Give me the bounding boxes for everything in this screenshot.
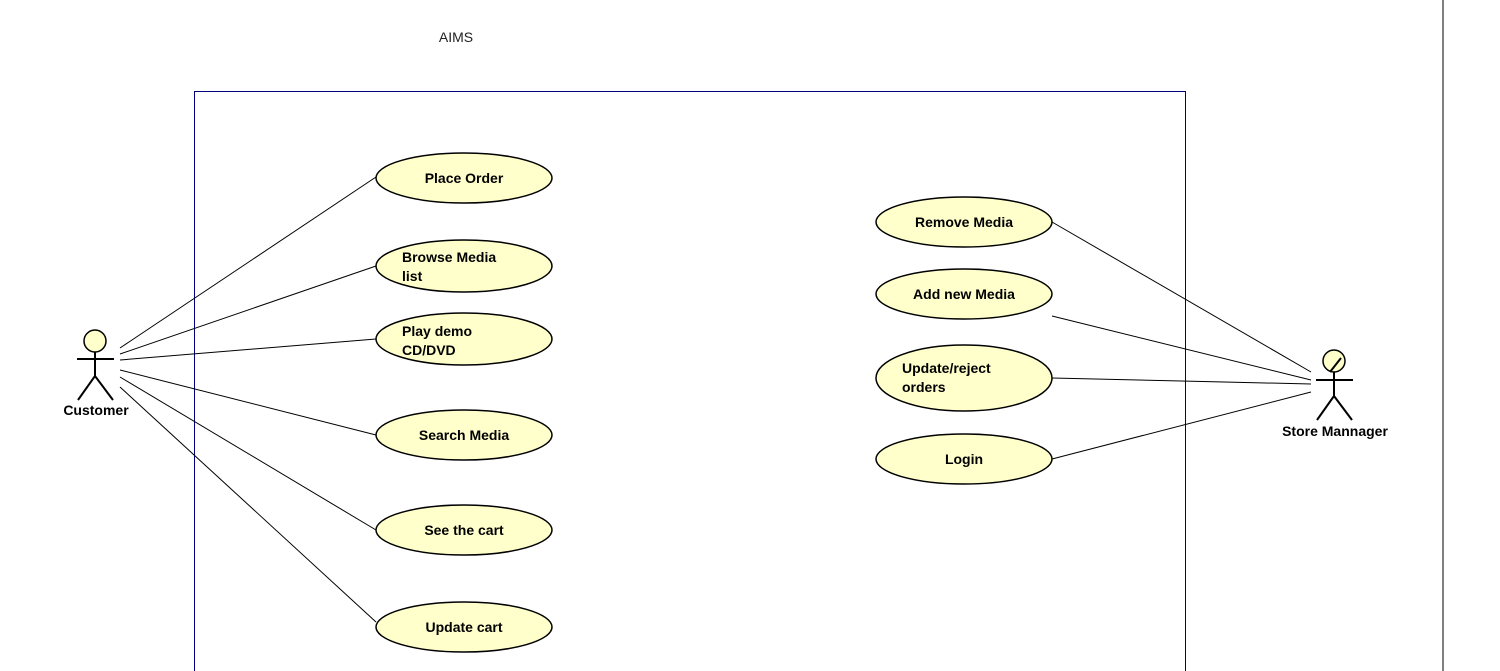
use-case-see-the-cart[interactable]: See the cart [375,504,553,556]
actor-store-manager[interactable] [1316,349,1353,421]
use-case-search-media-label: Search Media [419,427,509,443]
use-case-place-order-label: Place Order [425,170,504,186]
actor-customer-left-leg [77,375,96,401]
actor-store-manager-left-leg [1316,395,1335,421]
use-case-remove-media-label: Remove Media [915,214,1013,230]
use-case-login-label: Login [945,451,983,467]
system-boundary[interactable] [194,91,1186,671]
use-case-see-the-cart-label: See the cart [424,522,504,538]
association-customer-play-demo[interactable] [119,338,377,361]
actor-customer-head [83,329,107,353]
use-case-update-cart-shape [375,601,553,653]
use-case-add-new-media-label: Add new Media [913,286,1015,302]
actor-customer-right-leg [94,375,114,401]
use-case-play-demo[interactable]: Play demo CD/DVD [375,312,553,366]
use-case-place-order-shape [375,152,553,204]
actor-store-manager-right-leg [1333,395,1353,421]
association-customer-update-cart[interactable] [119,386,377,623]
use-case-update-reject-orders-shape [875,344,1053,412]
use-case-play-demo-label-line2: CD/DVD [402,342,456,358]
association-customer-search-media[interactable] [119,369,377,436]
association-manager-login[interactable] [1051,391,1312,460]
use-case-update-reject-orders-label-line1: Update/reject [902,360,991,376]
association-manager-remove-media[interactable] [1051,221,1312,373]
actor-store-manager-label: Store Mannager [1282,423,1388,439]
association-customer-see-cart[interactable] [119,376,377,531]
use-case-login[interactable]: Login [875,433,1053,485]
use-case-add-new-media-shape [875,268,1053,320]
manager-associations [1051,221,1312,460]
use-case-play-demo-label-line1: Play demo [402,323,472,339]
use-case-browse-media-list-shape [375,239,553,293]
system-title: AIMS [439,29,473,45]
actor-store-manager-head-tick [1329,357,1342,373]
actor-customer[interactable] [77,329,114,401]
use-case-update-reject-orders[interactable]: Update/reject orders [875,344,1053,412]
association-manager-add-new-media[interactable] [1051,315,1312,381]
actor-customer-label: Customer [63,402,129,418]
association-customer-place-order[interactable] [119,176,377,349]
association-manager-update-reject-orders[interactable] [1051,377,1312,385]
use-case-update-cart-label: Update cart [425,619,502,635]
use-case-remove-media[interactable]: Remove Media [875,196,1053,248]
customer-associations [119,176,377,623]
use-case-browse-media-list-label-line1: Browse Media [402,249,496,265]
use-case-update-reject-orders-label-line2: orders [902,379,946,395]
use-case-add-new-media[interactable]: Add new Media [875,268,1053,320]
use-case-update-cart[interactable]: Update cart [375,601,553,653]
use-case-search-media[interactable]: Search Media [375,409,553,461]
association-customer-browse-media-list[interactable] [119,265,377,355]
use-case-login-shape [875,433,1053,485]
use-case-place-order[interactable]: Place Order [375,152,553,204]
actor-store-manager-head [1322,349,1346,373]
use-case-search-media-shape [375,409,553,461]
use-case-browse-media-list[interactable]: Browse Media list [375,239,553,293]
use-case-see-the-cart-shape [375,504,553,556]
use-case-remove-media-shape [875,196,1053,248]
use-case-play-demo-shape [375,312,553,366]
use-case-browse-media-list-label-line2: list [402,268,423,284]
